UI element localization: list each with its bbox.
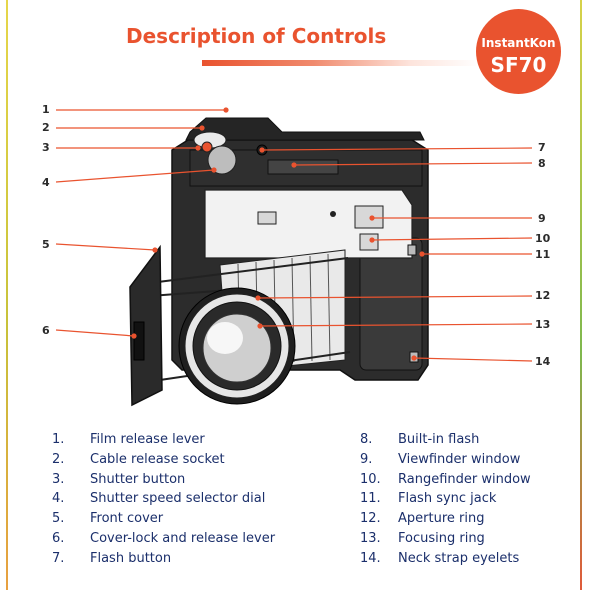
callout-number-2: 2 <box>42 121 50 134</box>
legend-item: 6. Cover-lock and release lever <box>52 531 275 549</box>
legend-item: 14. Neck strap eyelets <box>360 551 519 569</box>
front-small-window <box>257 211 277 225</box>
legend-item: 12. Aperture ring <box>360 511 484 529</box>
legend-number: 11. <box>360 491 381 506</box>
legend-label: Focusing ring <box>398 531 485 546</box>
callout-number-1: 1 <box>42 103 50 116</box>
legend-label: Viewfinder window <box>398 452 521 467</box>
legend-number: 10. <box>360 472 381 487</box>
callout-number-5: 5 <box>42 238 50 251</box>
callout-number-11: 11 <box>535 248 551 261</box>
cover-lock-lever <box>133 321 145 361</box>
legend-label: Rangefinder window <box>398 472 531 487</box>
legend-item: 10. Rangefinder window <box>360 472 531 490</box>
legend-number: 7. <box>52 551 65 566</box>
callout-number-4: 4 <box>42 176 50 189</box>
front-cover <box>129 244 163 407</box>
legend-item: 9. Viewfinder window <box>360 452 520 470</box>
callout-number-13: 13 <box>535 318 551 331</box>
callout-number-9: 9 <box>538 212 546 225</box>
legend-number: 1. <box>52 432 65 447</box>
lens-highlight <box>207 322 243 354</box>
legend-label: Built-in flash <box>398 432 480 447</box>
left-edge-stripe <box>6 0 8 590</box>
title-underline <box>202 60 480 66</box>
legend-number: 9. <box>360 452 373 467</box>
badge-model-name: SF70 <box>490 53 547 77</box>
callout-number-10: 10 <box>535 232 551 245</box>
legend-item: 1. Film release lever <box>52 432 205 450</box>
legend-label: Shutter speed selector dial <box>90 491 266 506</box>
legend-item: 3. Shutter button <box>52 472 185 490</box>
page-title: Description of Controls <box>126 24 387 48</box>
legend-item: 11. Flash sync jack <box>360 491 496 509</box>
legend-label: Film release lever <box>90 432 205 447</box>
shutter-speed-dial <box>207 145 237 175</box>
front-screw <box>330 211 336 217</box>
built-in-flash <box>267 159 339 175</box>
viewfinder-window <box>354 205 384 229</box>
callout-number-14: 14 <box>535 355 551 368</box>
legend-label: Shutter button <box>90 472 186 487</box>
legend-item: 5. Front cover <box>52 511 163 529</box>
callout-number-12: 12 <box>535 289 551 302</box>
legend-label: Front cover <box>90 511 164 526</box>
legend-number: 14. <box>360 551 381 566</box>
legend-label: Flash button <box>90 551 172 566</box>
legend-item: 7. Flash button <box>52 551 171 569</box>
legend-item: 13. Focusing ring <box>360 531 485 549</box>
legend-number: 4. <box>52 491 65 506</box>
legend-label: Neck strap eyelets <box>398 551 520 566</box>
legend-number: 12. <box>360 511 381 526</box>
brand-badge: InstantKon SF70 <box>476 9 561 94</box>
legend-number: 8. <box>360 432 373 447</box>
strap-eyelet-upper <box>407 244 417 256</box>
legend-item: 2. Cable release socket <box>52 452 225 470</box>
callout-number-8: 8 <box>538 157 546 170</box>
right-edge-stripe <box>580 0 582 590</box>
callout-lines <box>55 107 533 362</box>
legend-label: Cover-lock and release lever <box>90 531 276 546</box>
legend-number: 6. <box>52 531 65 546</box>
callout-number-6: 6 <box>42 324 50 337</box>
camera-diagram <box>55 107 533 407</box>
legend-number: 2. <box>52 452 65 467</box>
callout-number-3: 3 <box>42 141 50 154</box>
callout-number-7: 7 <box>538 141 546 154</box>
legend-label: Cable release socket <box>90 452 225 467</box>
legend-number: 3. <box>52 472 65 487</box>
legend-label: Aperture ring <box>398 511 485 526</box>
rangefinder-window <box>359 233 379 251</box>
legend-item: 8. Built-in flash <box>360 432 479 450</box>
legend-number: 5. <box>52 511 65 526</box>
legend-label: Flash sync jack <box>398 491 497 506</box>
legend-number: 13. <box>360 531 381 546</box>
shutter-button <box>201 141 213 153</box>
badge-brand-name: InstantKon <box>481 36 556 50</box>
legend-item: 4. Shutter speed selector dial <box>52 491 265 509</box>
